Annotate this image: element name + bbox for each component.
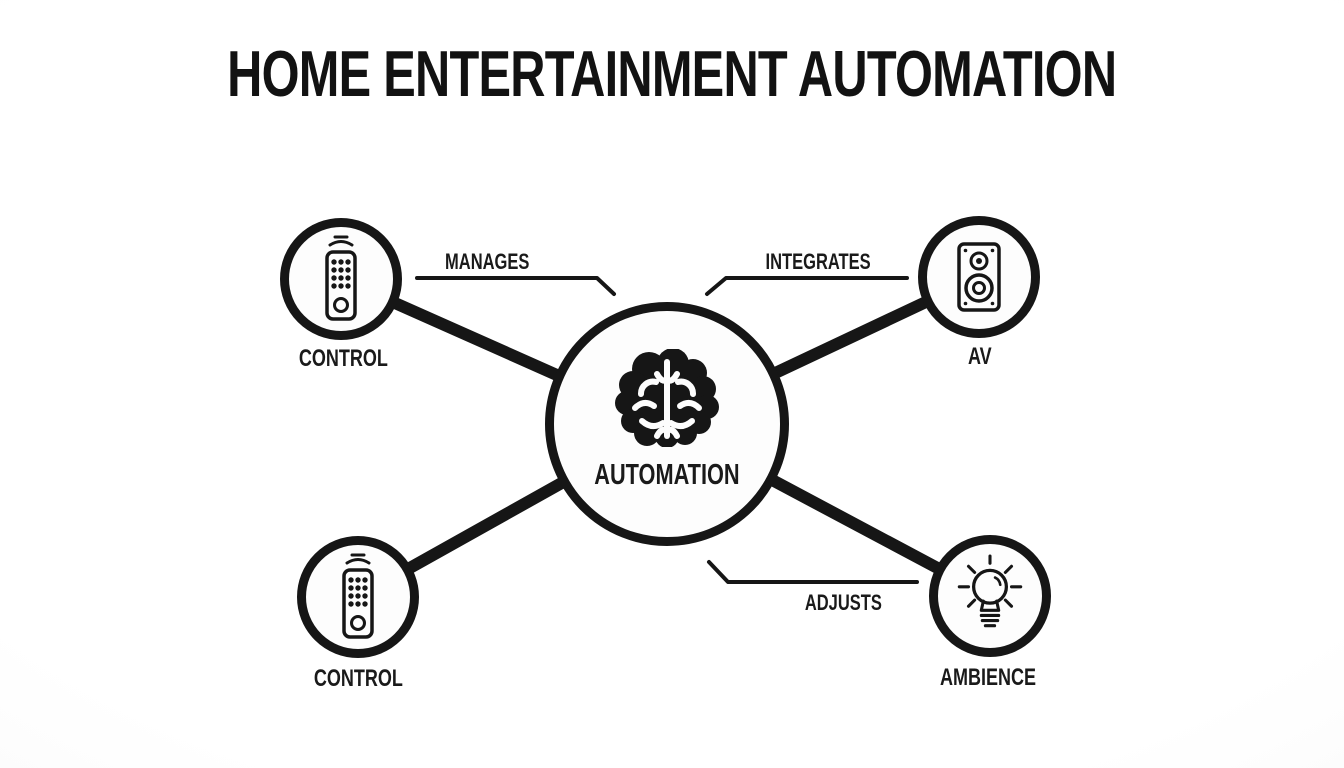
node-label-control-top: CONTROL: [298, 345, 388, 372]
connection-label-integrates: INTEGRATES: [765, 249, 871, 274]
node-label-control-bottom: CONTROL: [313, 665, 403, 692]
node-ambience: [929, 535, 1051, 657]
connection-label-manages: MANAGES: [444, 249, 530, 274]
leader-lines: [415, 276, 919, 584]
brain-icon: [615, 349, 719, 447]
page-title: HOME ENTERTAINMENT AUTOMATION: [227, 37, 1117, 110]
speaker-icon: [957, 242, 1001, 312]
node-label-av: AV: [968, 343, 992, 370]
node-label-ambience: AMBIENCE: [939, 664, 1036, 691]
leader-adjusts: [707, 560, 919, 584]
node-av: [918, 216, 1040, 338]
leader-integrates: [705, 276, 909, 296]
remote-icon: [342, 553, 374, 639]
node-control-bottom: [297, 536, 419, 658]
lightbulb-icon: [957, 554, 1023, 628]
connection-label-adjusts: ADJUSTS: [804, 590, 882, 615]
center-node-label: AUTOMATION: [594, 459, 740, 491]
leader-manages: [415, 276, 616, 296]
center-node-automation: AUTOMATION: [545, 302, 789, 546]
remote-icon: [325, 235, 357, 321]
node-control-top: [280, 218, 402, 340]
